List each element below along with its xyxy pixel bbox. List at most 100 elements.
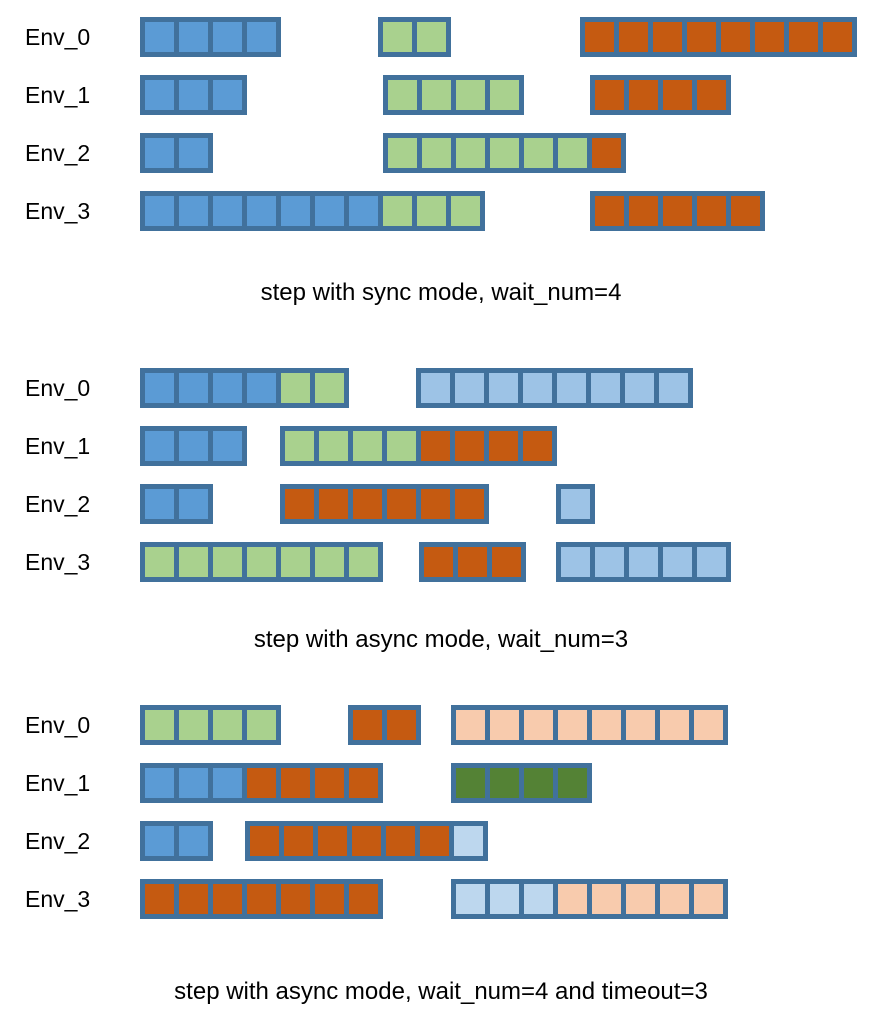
step-cell-orange — [595, 196, 624, 226]
env-label: Env_3 — [25, 548, 91, 575]
step-cell-peach — [456, 710, 485, 740]
step-cell-orange — [387, 710, 416, 740]
step-cell-green — [213, 710, 242, 740]
env-label: Env_0 — [25, 374, 91, 401]
step-cell-orange — [319, 489, 348, 519]
step-cell-lightblue — [557, 373, 586, 403]
step-cell-blue — [145, 22, 174, 52]
step-cell-orange — [315, 768, 344, 798]
step-bar — [348, 705, 421, 745]
step-cell-lightblue — [591, 373, 620, 403]
timeline-track — [140, 182, 882, 240]
step-cell-orange — [386, 826, 415, 856]
step-cell-green — [388, 138, 417, 168]
step-cell-green — [353, 431, 382, 461]
step-cell-orange — [179, 884, 208, 914]
timeline-track — [140, 475, 882, 533]
step-cell-green — [456, 138, 485, 168]
env-row: Env_1 — [0, 754, 882, 812]
step-cell-orange — [697, 196, 726, 226]
step-bar — [140, 705, 281, 745]
step-bar — [140, 821, 213, 861]
step-bar — [451, 879, 728, 919]
step-cell-peach — [626, 710, 655, 740]
step-cell-green — [145, 547, 174, 577]
step-cell-orange — [653, 22, 682, 52]
step-bar — [140, 879, 383, 919]
step-cell-orange — [349, 884, 378, 914]
step-cell-darkgreen — [524, 768, 553, 798]
step-cell-peach — [626, 884, 655, 914]
step-cell-peach — [660, 884, 689, 914]
step-cell-orange — [250, 826, 279, 856]
step-cell-lightblue — [663, 547, 692, 577]
step-cell-green — [383, 196, 412, 226]
step-cell-peach — [490, 710, 519, 740]
step-cell-darkgreen — [490, 768, 519, 798]
step-cell-blue — [247, 196, 276, 226]
timeline-track — [140, 870, 882, 928]
panel-async-caption: step with async mode, wait_num=3 — [253, 626, 629, 653]
env-row: Env_3 — [0, 533, 882, 591]
step-cell-orange — [353, 489, 382, 519]
step-cell-green — [422, 80, 451, 110]
env-row: Env_3 — [0, 182, 882, 240]
step-bar — [590, 191, 765, 231]
step-cell-paleblue — [456, 884, 485, 914]
env-label: Env_3 — [25, 885, 91, 912]
step-cell-orange — [281, 768, 310, 798]
step-bar — [140, 368, 349, 408]
step-bar — [556, 484, 595, 524]
step-cell-blue — [213, 373, 242, 403]
step-cell-green — [422, 138, 451, 168]
step-cell-lightblue — [595, 547, 624, 577]
step-bar — [556, 542, 731, 582]
step-cell-peach — [592, 884, 621, 914]
step-bar — [140, 75, 247, 115]
env-row: Env_1 — [0, 66, 882, 124]
step-cell-orange — [629, 80, 658, 110]
step-cell-lightblue — [625, 373, 654, 403]
step-cell-orange — [424, 547, 453, 577]
step-cell-blue — [213, 768, 242, 798]
step-cell-blue — [179, 80, 208, 110]
step-cell-lightblue — [455, 373, 484, 403]
env-row: Env_2 — [0, 124, 882, 182]
step-cell-blue — [247, 373, 276, 403]
step-cell-peach — [694, 710, 723, 740]
step-cell-green — [247, 547, 276, 577]
step-cell-peach — [660, 710, 689, 740]
step-bar — [590, 75, 731, 115]
step-bar — [245, 821, 488, 861]
step-cell-green — [456, 80, 485, 110]
step-cell-orange — [455, 489, 484, 519]
timeline-track — [140, 696, 882, 754]
timeline-track — [140, 8, 882, 66]
step-bar — [280, 426, 557, 466]
step-cell-orange — [349, 768, 378, 798]
step-cell-green — [213, 547, 242, 577]
step-cell-blue — [179, 138, 208, 168]
step-cell-blue — [179, 489, 208, 519]
step-cell-lightblue — [489, 373, 518, 403]
step-cell-green — [319, 431, 348, 461]
step-cell-orange — [352, 826, 381, 856]
step-cell-orange — [697, 80, 726, 110]
step-bar — [280, 484, 489, 524]
timeline-track — [140, 533, 882, 591]
step-cell-peach — [592, 710, 621, 740]
step-cell-orange — [285, 489, 314, 519]
step-cell-peach — [558, 710, 587, 740]
step-cell-orange — [721, 22, 750, 52]
step-cell-orange — [663, 196, 692, 226]
env-row: Env_3 — [0, 870, 882, 928]
step-cell-paleblue — [454, 826, 483, 856]
step-cell-orange — [247, 884, 276, 914]
step-bar — [140, 542, 383, 582]
step-cell-blue — [247, 22, 276, 52]
step-cell-green — [524, 138, 553, 168]
step-bar — [140, 484, 213, 524]
